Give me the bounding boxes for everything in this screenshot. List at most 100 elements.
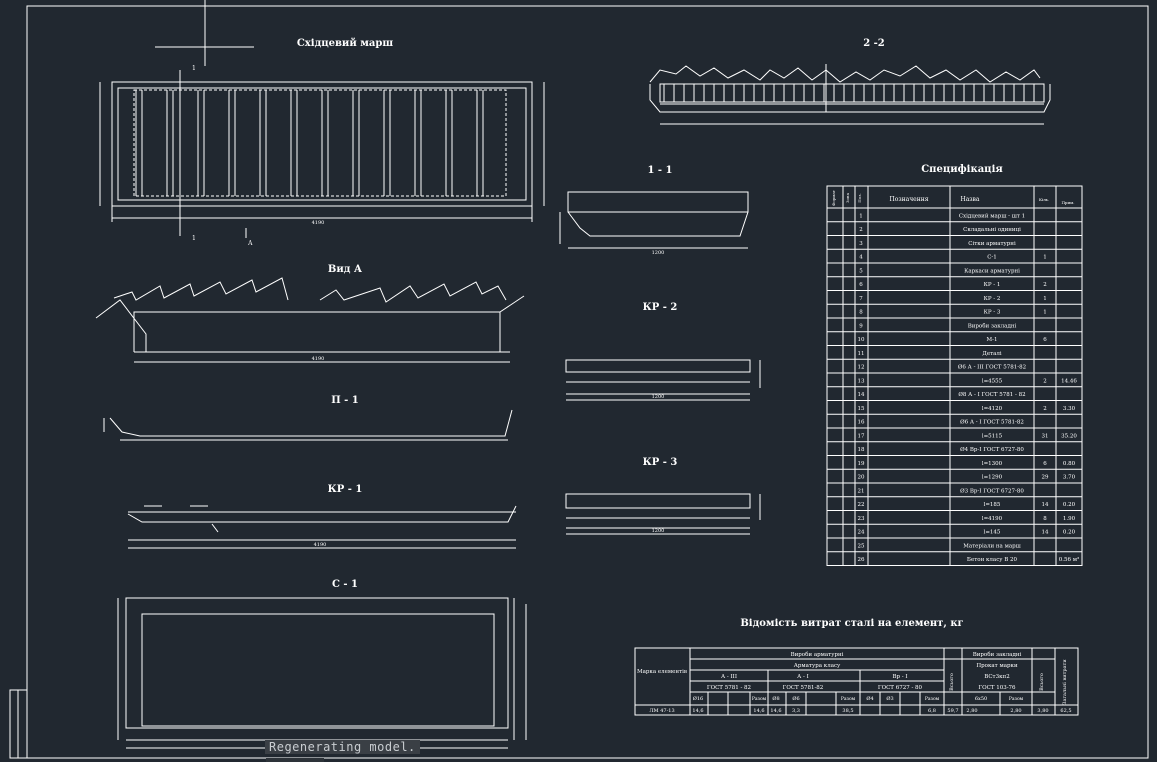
spec-row-name: Вироби закладні <box>968 322 1017 329</box>
vedomost-total-embed: Всього <box>1039 673 1045 691</box>
vedomost-row-value: 3,3 <box>792 708 800 714</box>
spec-row-pos: 19 <box>858 461 865 467</box>
vedomost-class-3: Вр - I <box>892 674 907 680</box>
kr1-drawing <box>127 505 517 549</box>
spec-table-grid <box>826 185 1083 566</box>
spec-row-qty: 1 <box>1043 255 1047 261</box>
vedomost-texts: Марка елементів Вироби арматурні Вироби … <box>637 651 1068 714</box>
vedomost-class-3-gost: ГОСТ 6727 - 80 <box>878 685 923 691</box>
spec-row-pos: 12 <box>858 365 865 371</box>
view-a-title: Вид А <box>328 264 363 275</box>
vedomost-class-2-gost: ГОСТ 5781-82 <box>783 685 824 691</box>
status-bar-message: Regenerating model. <box>265 740 420 754</box>
section-2-2-title: 2 -2 <box>863 38 885 49</box>
spec-row-name: Східцевий марш - шт 1 <box>959 213 1025 219</box>
spec-row-note: 1.90 <box>1063 516 1076 522</box>
spec-row-qty: 2 <box>1043 378 1047 384</box>
spec-headers: Формат Зона Поз. Позначення Назва Кіль. … <box>831 189 1075 206</box>
vedomost-group-embed: Вироби закладні <box>973 651 1022 658</box>
p1-title: П - 1 <box>331 395 359 406</box>
spec-row-qty: 6 <box>1043 337 1047 343</box>
vedomost-razom-3: Разом <box>925 696 940 702</box>
sheet-frame <box>26 5 1149 759</box>
spec-row-name: КР - 3 <box>984 310 1001 316</box>
spec-row-pos: 2 <box>859 227 863 233</box>
spec-row-name: Бетон класу B 20 <box>967 557 1018 563</box>
spec-row-name: Ø4 Вр-I ГОСТ 6727-80 <box>960 446 1024 453</box>
spec-row-pos: 21 <box>858 488 865 494</box>
spec-row-name: l=4190 <box>982 516 1003 522</box>
spec-row-qty: 2 <box>1043 406 1047 412</box>
vedomost-row-value: 2,80 <box>1010 708 1021 714</box>
vedomost-razom-4: Разом <box>1009 696 1024 702</box>
spec-row-pos: 23 <box>858 516 865 522</box>
spec-row-qty: 31 <box>1042 433 1049 439</box>
c1-drawing <box>117 597 527 749</box>
status-bar-slot <box>266 758 324 762</box>
p1-drawing <box>103 409 513 441</box>
spec-row-pos: 25 <box>858 543 865 549</box>
cut-marker-top: 1 <box>192 65 196 72</box>
spec-row-pos: 14 <box>858 392 865 398</box>
stair-title: Східцевий марш <box>297 38 394 49</box>
spec-row-note: 35.20 <box>1061 433 1077 439</box>
spec-row-qty: 1 <box>1043 310 1047 316</box>
spec-header-note: Прим. <box>1061 200 1074 205</box>
spec-row-pos: 17 <box>858 433 865 439</box>
vedomost-row-value: 62,5 <box>1060 708 1071 714</box>
vedomost-d1: Ø16 <box>693 695 703 702</box>
spec-row-note: 0.20 <box>1063 502 1076 508</box>
spec-row-note: 3.70 <box>1063 475 1076 481</box>
spec-row-name: КР - 2 <box>984 296 1001 302</box>
spec-row-name: КР - 1 <box>984 282 1001 288</box>
vedomost-total-all: Загальні витрати <box>1062 659 1068 705</box>
spec-row-qty: 1 <box>1043 296 1047 302</box>
spec-row-pos: 26 <box>858 557 865 563</box>
vedomost-row-value: 14,6 <box>770 708 781 714</box>
spec-row-name: Ø6 А - I ГОСТ 5781-82 <box>960 419 1024 426</box>
vedomost-row-mark: ЛМ 47-13 <box>649 708 674 714</box>
vedomost-class-1-gost: ГОСТ 5781 - 82 <box>707 685 751 691</box>
vedomost-d5: Ø3 <box>886 695 893 702</box>
kr3-title: КР - 3 <box>643 457 678 468</box>
section-2-2-ribs <box>663 84 1035 102</box>
spec-row-pos: 15 <box>858 406 865 412</box>
view-a-marker: А <box>248 240 253 247</box>
vedomost-razom-2: Разом <box>841 696 856 702</box>
kr1-dimension: 4190 <box>314 542 327 548</box>
spec-title: Специфікація <box>921 164 1003 175</box>
stair-plan-ribs <box>135 90 484 196</box>
vedomost-row-value: 59,7 <box>947 708 958 714</box>
spec-row-name: Ø6 А - III ГОСТ 5781-82 <box>958 364 1026 371</box>
spec-row-qty: 8 <box>1043 516 1047 522</box>
section-1-1-dimension: 1200 <box>652 250 665 256</box>
vedomost-d4: Ø4 <box>866 695 873 702</box>
spec-row-pos: 13 <box>858 378 865 384</box>
spec-row-pos: 9 <box>859 323 863 329</box>
stair-plan <box>99 70 545 238</box>
spec-row-qty: 29 <box>1042 475 1049 481</box>
vedomost-row-value: 2,80 <box>966 708 977 714</box>
spec-row-pos: 8 <box>859 310 863 316</box>
vedomost-row-value: 14,6 <box>692 708 703 714</box>
spec-row-name: l=145 <box>984 530 1001 536</box>
vedomost-razom-1: Разом <box>752 696 767 702</box>
spec-row-note: 0.80 <box>1063 461 1076 467</box>
vedomost-d2: Ø8 <box>772 695 779 702</box>
spec-row-pos: 6 <box>859 282 863 288</box>
kr3-drawing <box>565 493 761 535</box>
vedomost-group-reinf: Вироби арматурні <box>791 651 844 658</box>
spec-header-name: Назва <box>960 196 979 203</box>
spec-row-pos: 4 <box>859 255 863 261</box>
spec-row-pos: 1 <box>859 213 863 219</box>
section-2-2 <box>649 64 1051 125</box>
spec-header-format: Формат <box>831 189 836 206</box>
view-a-drawing <box>95 277 525 363</box>
spec-row-note: 14.46 <box>1061 378 1077 384</box>
vedomost-row-value: 3,80 <box>1037 708 1048 714</box>
vedomost-table-grid <box>634 647 1079 716</box>
